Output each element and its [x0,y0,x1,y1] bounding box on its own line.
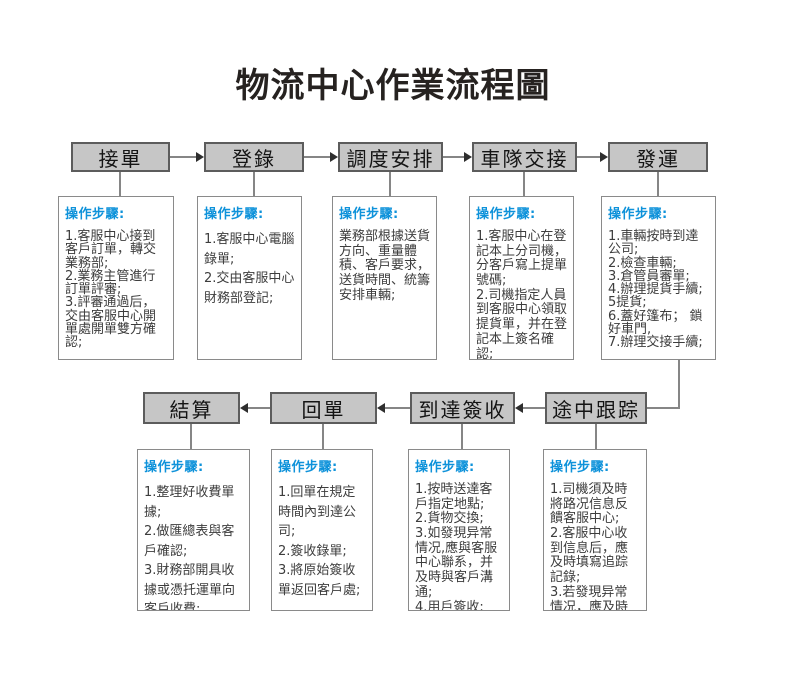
connector-line [190,424,192,449]
steps-box-arrival-signoff: 操作步驟: 1.按時送達客戶指定地點; 2.貨物交換; 3.如發現异常情况,應與… [408,449,510,611]
step-text: 1.按時送達客戶指定地點; [415,482,493,512]
flow-node-receipt-return: 回單 [270,392,377,424]
connector-line [389,172,391,196]
step-text: 2.做匯總表與客戶確認; [144,524,235,559]
steps-header: 操作步驟: [415,460,475,475]
step-text: 4.用戶簽收; [415,599,484,611]
connector-line [657,172,659,196]
connector-line [678,360,680,409]
flow-node-register: 登錄 [204,142,304,172]
steps-box-dispatch: 操作步驟: 業務部根據送貨方向、重量體積、客戶要求，送貨時間、統籌安排車輛; [332,196,437,360]
step-text: 1.客服中心電腦錄單; [204,232,295,267]
flow-node-arrival-signoff: 到達簽收 [410,392,515,424]
step-text: 3.如發現异常情况,應與客服中心聯系，并及時與客戶溝通; [415,526,498,600]
connector-line [523,172,525,196]
flow-node-settlement: 結算 [143,392,240,424]
arrow-left-icon [240,403,248,413]
connector-line [304,156,330,158]
arrow-right-icon [600,152,608,162]
connector-line [443,156,464,158]
arrow-right-icon [196,152,204,162]
step-text: 2.貨物交換; [415,511,484,527]
step-text: 1.客服中心在登記本上分司機，分客戶寫上提單號碼; [476,229,568,289]
step-text: 5提貨; [608,295,647,311]
step-text: 2.司機指定人員到客服中心領取提貨單，并在登記本上簽名確認; [476,287,568,360]
steps-box-fleet-handover: 操作步驟: 1.客服中心在登記本上分司機，分客戶寫上提單號碼; 2.司機指定人員… [469,196,574,360]
connector-line [577,156,600,158]
step-text: 6.蓋好篷布； 鎖好車門, [608,308,703,337]
steps-box-ship: 操作步驟: 1.車輛按時到達公司; 2.檢查車輛; 3.倉管員審單; 4.辦理提… [601,196,716,360]
step-text: 7.辦理交接手續; [608,335,703,350]
step-text: 3.將原始簽收單返回客戶處; [278,563,361,598]
step-text: 2.檢查車輛; [608,255,677,271]
step-text: 2.交由客服中心財務部登記; [204,271,295,306]
flow-node-receive-order: 接單 [71,142,170,172]
step-text: 2.客服中心收到信息后，應及時填寫追踪記錄; [550,526,629,586]
connector-line [119,172,121,196]
steps-header: 操作步驟: [65,207,125,222]
connector-line [647,407,680,409]
steps-header: 操作步驟: [204,207,264,222]
arrow-left-icon [377,403,385,413]
step-text: 3.評審通過后，交由客服中心開單處開單雙方確認; [65,295,157,350]
step-text: 3.財務部開具收據或憑托運單向客戶收費; [144,563,236,611]
step-text: 3.倉管員審單; [608,268,690,284]
steps-header: 操作步驟: [550,460,610,475]
connector-line [170,156,197,158]
step-text: 業務部根據送貨方向、重量體積、客戶要求，送貨時間、統籌安排車輛; [339,229,431,303]
step-text: 1.回單在規定時間內到達公司; [278,485,357,539]
arrow-left-icon [515,403,523,413]
connector-line [461,424,463,449]
flow-node-ship: 發運 [608,142,708,172]
diagram-title: 物流中心作業流程圖 [235,66,551,106]
connector-line [248,407,270,409]
step-text: 1.車輛按時到達公司; [608,229,699,258]
arrow-right-icon [330,152,338,162]
step-text: 2.簽收錄單; [278,543,347,559]
steps-header: 操作步驟: [476,207,536,222]
connector-line [253,172,255,196]
steps-box-register: 操作步驟: 1.客服中心電腦錄單; 2.交由客服中心財務部登記; [197,196,302,360]
steps-header: 操作步驟: [144,460,204,475]
steps-header: 操作步驟: [339,207,399,222]
flow-node-in-transit-tracking: 途中跟踪 [545,392,647,424]
step-text: 1.整理好收費單據; [144,485,235,520]
step-text: 2.業務主管進行訂單評審; [65,268,156,297]
connector-line [322,424,324,449]
step-text: 1.客服中心接到客戶訂單，轉交業務部; [65,229,157,271]
step-text: 4.辦理提貨手續; [608,282,703,297]
steps-header: 操作步驟: [608,207,668,222]
arrow-right-icon [464,152,472,162]
step-text: 1.司機須及時將路况信息反饋客服中心; [550,482,629,527]
flow-node-fleet-handover: 車隊交接 [472,142,577,172]
steps-box-in-transit-tracking: 操作步驟: 1.司機須及時將路况信息反饋客服中心; 2.客服中心收到信息后，應及… [543,449,647,611]
steps-box-settlement: 操作步驟: 1.整理好收費單據; 2.做匯總表與客戶確認; 3.財務部開具收據或… [137,449,250,611]
steps-header: 操作步驟: [278,460,338,475]
connector-line [523,407,545,409]
steps-box-receipt-return: 操作步驟: 1.回單在規定時間內到達公司; 2.簽收錄單; 3.將原始簽收單返回… [271,449,373,611]
flow-node-dispatch: 調度安排 [338,142,443,172]
steps-box-receive-order: 操作步驟: 1.客服中心接到客戶訂單，轉交業務部; 2.業務主管進行訂單評審; … [58,196,174,360]
connector-line [595,424,597,449]
step-text: 3.若發現异常情况，應及時與客戶溝通; [550,584,629,611]
connector-line [385,407,410,409]
